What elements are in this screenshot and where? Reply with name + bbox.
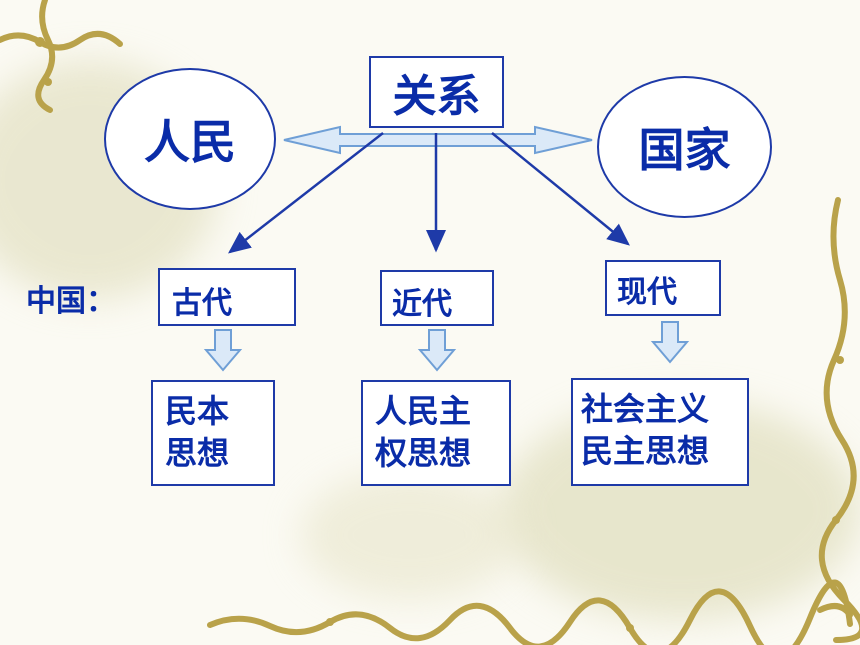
state-circle: 国家 [597, 76, 772, 218]
relation-box: 关系 [369, 56, 504, 128]
china-label: 中国： [26, 284, 116, 319]
idea-line: 权思想 [375, 434, 472, 472]
state-label: 国家 [638, 123, 731, 177]
era-box-ancient: 古代 [158, 268, 296, 326]
people-circle: 人民 [104, 68, 276, 210]
arrow-to-ancient [228, 132, 384, 254]
idea-line: 思想 [165, 434, 230, 472]
era-box-modern: 近代 [380, 270, 494, 326]
idea-line: 民本 [165, 392, 230, 430]
idea-line: 人民主 [375, 392, 472, 430]
idea-box-ancient: 民本 思想 [151, 380, 275, 486]
arrow-to-contemporary [491, 132, 630, 246]
people-label: 人民 [144, 115, 236, 169]
idea-line: 民主思想 [581, 432, 710, 470]
idea-line: 社会主义 [581, 390, 710, 428]
idea-box-contemporary: 社会主义 民主思想 [571, 378, 749, 486]
era-label-ancient: 古代 [172, 286, 232, 321]
era-box-contemporary: 现代 [605, 260, 721, 316]
double-arrow-people-state [283, 125, 593, 155]
era-label-modern: 近代 [392, 287, 452, 322]
relation-label: 关系 [392, 71, 481, 122]
down-arrow-modern [417, 329, 457, 372]
background-blossom-center [300, 470, 520, 600]
down-arrow-contemporary [650, 321, 690, 364]
down-arrow-ancient [203, 329, 243, 372]
idea-box-modern: 人民主 权思想 [361, 380, 511, 486]
era-label-contemporary: 现代 [617, 275, 677, 310]
